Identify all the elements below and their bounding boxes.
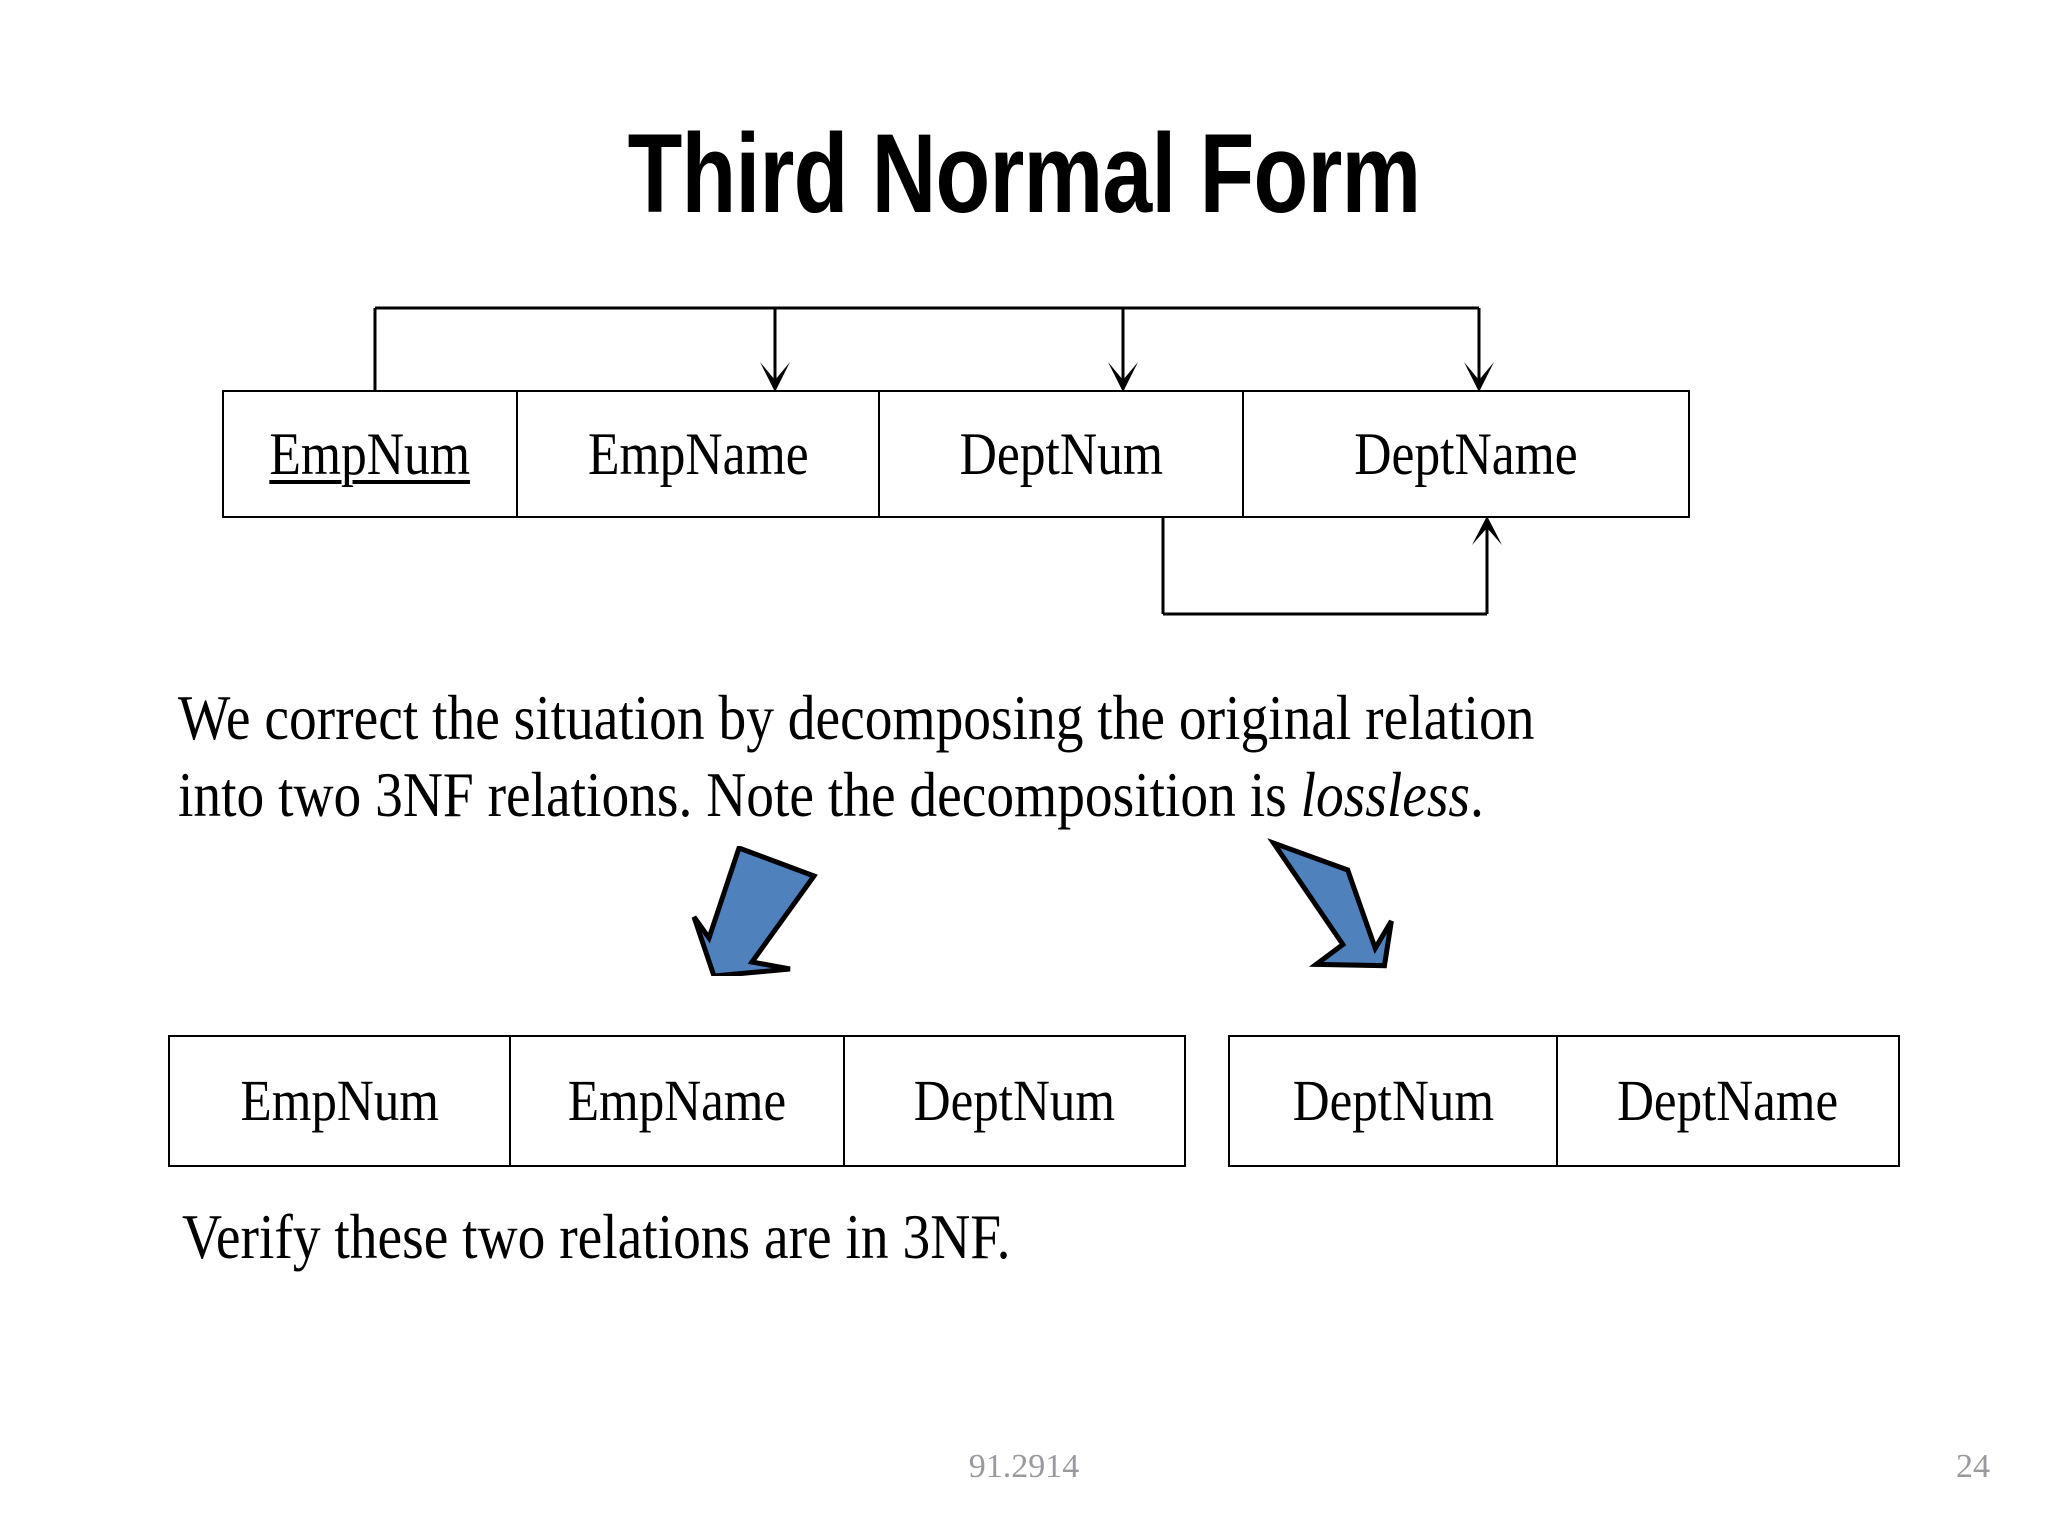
original-relation-cell-deptnum: DeptNum — [880, 392, 1244, 516]
fd-arrowhead-deptname — [1464, 362, 1494, 392]
fd-arrowhead-deptnum — [1108, 362, 1138, 392]
body-emphasis-lossless: lossless — [1300, 759, 1471, 830]
department-relation-cell-deptnum: DeptNum — [1230, 1037, 1559, 1165]
down-left-block-arrow-icon — [691, 846, 818, 976]
verify-instruction: Verify these two relations are in 3NF. — [182, 1202, 1011, 1272]
body-line-2-before: into two 3NF relations. Note the decompo… — [178, 759, 1301, 830]
column-name-deptnum: DeptNum — [1292, 1068, 1494, 1133]
fd-arrowhead-up-deptname — [1472, 516, 1502, 545]
body-line-1: We correct the situation by decomposing … — [178, 683, 1535, 753]
fd-arrowhead-empname — [760, 362, 790, 392]
employee-relation-table: EmpNum EmpName DeptNum — [168, 1035, 1186, 1167]
column-name-empnum: EmpNum — [269, 421, 471, 487]
column-name-deptnum: DeptNum — [914, 1068, 1116, 1133]
body-paragraph: We correct the situation by decomposing … — [178, 680, 1744, 834]
column-name-empnum: EmpNum — [240, 1068, 439, 1133]
original-relation-cell-deptname: DeptName — [1244, 392, 1688, 516]
body-line-2-after: . — [1470, 759, 1484, 830]
down-right-block-arrow-icon — [1267, 838, 1394, 969]
department-relation-table: DeptNum DeptName — [1228, 1035, 1900, 1167]
footer-page-number: 24 — [1956, 1448, 1990, 1485]
employee-relation-cell-deptnum: DeptNum — [845, 1037, 1184, 1165]
original-relation-cell-empname: EmpName — [518, 392, 880, 516]
column-name-empname: EmpName — [567, 1068, 787, 1133]
page-title: Third Normal Form — [627, 111, 1422, 236]
column-name-deptname: DeptName — [1354, 421, 1578, 487]
employee-relation-cell-empnum: EmpNum — [170, 1037, 511, 1165]
column-name-deptname: DeptName — [1617, 1068, 1839, 1133]
original-relation-table: EmpNum EmpName DeptNum DeptName — [222, 390, 1690, 518]
footer-course-code: 91.2914 — [968, 1448, 1080, 1485]
column-name-empname: EmpName — [587, 421, 809, 487]
employee-relation-cell-empname: EmpName — [511, 1037, 846, 1165]
department-relation-cell-deptname: DeptName — [1558, 1037, 1898, 1165]
column-name-deptnum: DeptNum — [959, 421, 1163, 487]
original-relation-cell-empnum: EmpNum — [224, 392, 518, 516]
